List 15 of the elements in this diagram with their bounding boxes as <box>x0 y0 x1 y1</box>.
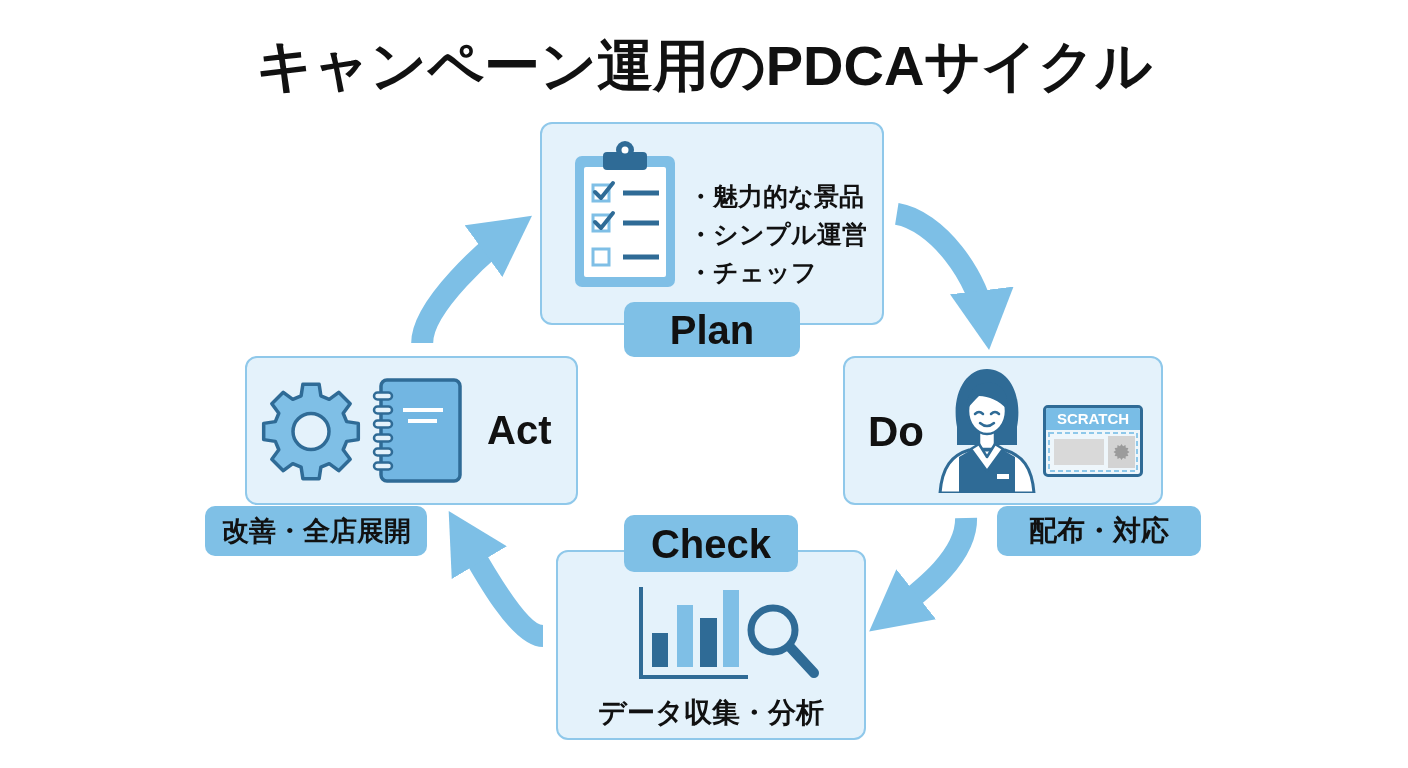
cycle-arrow <box>448 510 546 647</box>
bullet-item: ・チェッフ <box>688 257 817 288</box>
stage-card <box>843 356 1163 505</box>
scratch-card-title: SCRATCH <box>1046 408 1140 430</box>
stage-label: Do <box>868 408 924 456</box>
stage-label-tab: Check <box>624 515 798 572</box>
stage-label-tab: Plan <box>624 302 800 357</box>
title: キャンペーン運用のPDCAサイクル <box>255 33 1153 99</box>
bullet-item: ・シンプル運営 <box>688 219 867 250</box>
stage-description: データ収集・分析 <box>598 696 824 730</box>
stage-label-tab: 改善・全店展開 <box>205 506 427 556</box>
stage-label-tab: 配布・対応 <box>997 506 1201 556</box>
stage-card <box>245 356 578 505</box>
stage-label: Act <box>487 407 552 454</box>
bullet-item: ・魅力的な景品 <box>688 181 864 212</box>
